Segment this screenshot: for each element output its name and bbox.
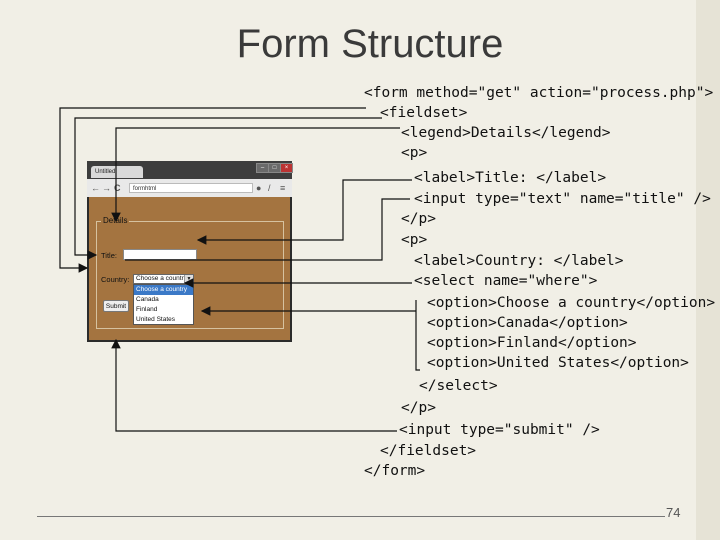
arrow-options xyxy=(415,300,420,371)
slide-title: Form Structure xyxy=(236,22,504,66)
code-line-title-label: <label>Title: </label> xyxy=(414,170,607,186)
arrow-fieldset xyxy=(74,117,382,260)
browser-window: Untitled – □ × ← → C formhtml ● / ≡ Deta… xyxy=(87,161,293,342)
reload-icon[interactable]: C xyxy=(114,183,121,193)
code-line-option-finland: <option>Finland</option> xyxy=(427,335,637,351)
country-option[interactable]: United States xyxy=(136,316,176,323)
code-line-select-open: <select name="where"> xyxy=(414,273,598,289)
arrow-title xyxy=(196,179,412,245)
country-option[interactable]: Finland xyxy=(136,306,158,313)
country-options-list: Choose a country Canada Finland United S… xyxy=(133,284,194,325)
code-line-p-open: <p> xyxy=(401,145,428,161)
submit-button[interactable]: Submit xyxy=(103,300,129,312)
code-line-p-open-2: <p> xyxy=(401,232,428,248)
close-icon[interactable]: × xyxy=(280,163,293,173)
code-line-option-choose: <option>Choose a country</option> xyxy=(427,295,716,311)
fieldset-box xyxy=(96,221,284,329)
browser-titlebar: Untitled – □ × xyxy=(87,161,293,179)
arrow-submit xyxy=(111,338,397,432)
code-line-form-open: <form method="get" action="process.php"> xyxy=(364,85,714,101)
forward-icon[interactable]: → xyxy=(102,183,111,193)
page-number: 74 xyxy=(666,505,681,520)
code-line-fieldset-open: <fieldset> xyxy=(380,105,468,121)
arrow-legend xyxy=(111,127,400,223)
arrow-form xyxy=(59,107,366,273)
footer-rule xyxy=(37,516,665,517)
browser-tab[interactable]: Untitled xyxy=(91,166,143,178)
code-line-option-canada: <option>Canada</option> xyxy=(427,315,628,331)
page-content: Details Title: Country: Choose a country… xyxy=(89,197,290,340)
right-edge-stripe xyxy=(696,0,720,540)
code-line-country-label: <label>Country: </label> xyxy=(414,253,624,269)
country-label: Country: xyxy=(101,275,130,284)
code-line-p-close: </p> xyxy=(401,211,436,227)
title-label: Title: xyxy=(101,251,117,260)
country-select-value: Choose a country xyxy=(136,275,187,282)
settings-icon[interactable]: ● xyxy=(256,183,262,193)
code-line-legend: <legend>Details</legend> xyxy=(401,125,611,141)
wrench-icon[interactable]: / xyxy=(268,183,271,193)
menu-icon[interactable]: ≡ xyxy=(280,183,286,193)
code-line-form-close: </form> xyxy=(364,463,426,479)
back-icon[interactable]: ← xyxy=(91,183,100,193)
country-option[interactable]: Choose a country xyxy=(134,285,193,295)
arrow-title-brace xyxy=(125,198,410,261)
country-option[interactable]: Canada xyxy=(136,296,159,303)
browser-toolbar: ← → C formhtml ● / ≡ xyxy=(87,179,292,197)
url-bar[interactable]: formhtml xyxy=(129,183,253,193)
code-line-select-close: </select> xyxy=(419,378,498,394)
code-line-option-us: <option>United States</option> xyxy=(427,355,689,371)
code-line-submit: <input type="submit" /> xyxy=(399,422,600,438)
code-line-title-input: <input type="text" name="title" /> xyxy=(414,191,711,207)
code-line-p-close-2: </p> xyxy=(401,400,436,416)
code-line-fieldset-close: </fieldset> xyxy=(380,443,477,459)
